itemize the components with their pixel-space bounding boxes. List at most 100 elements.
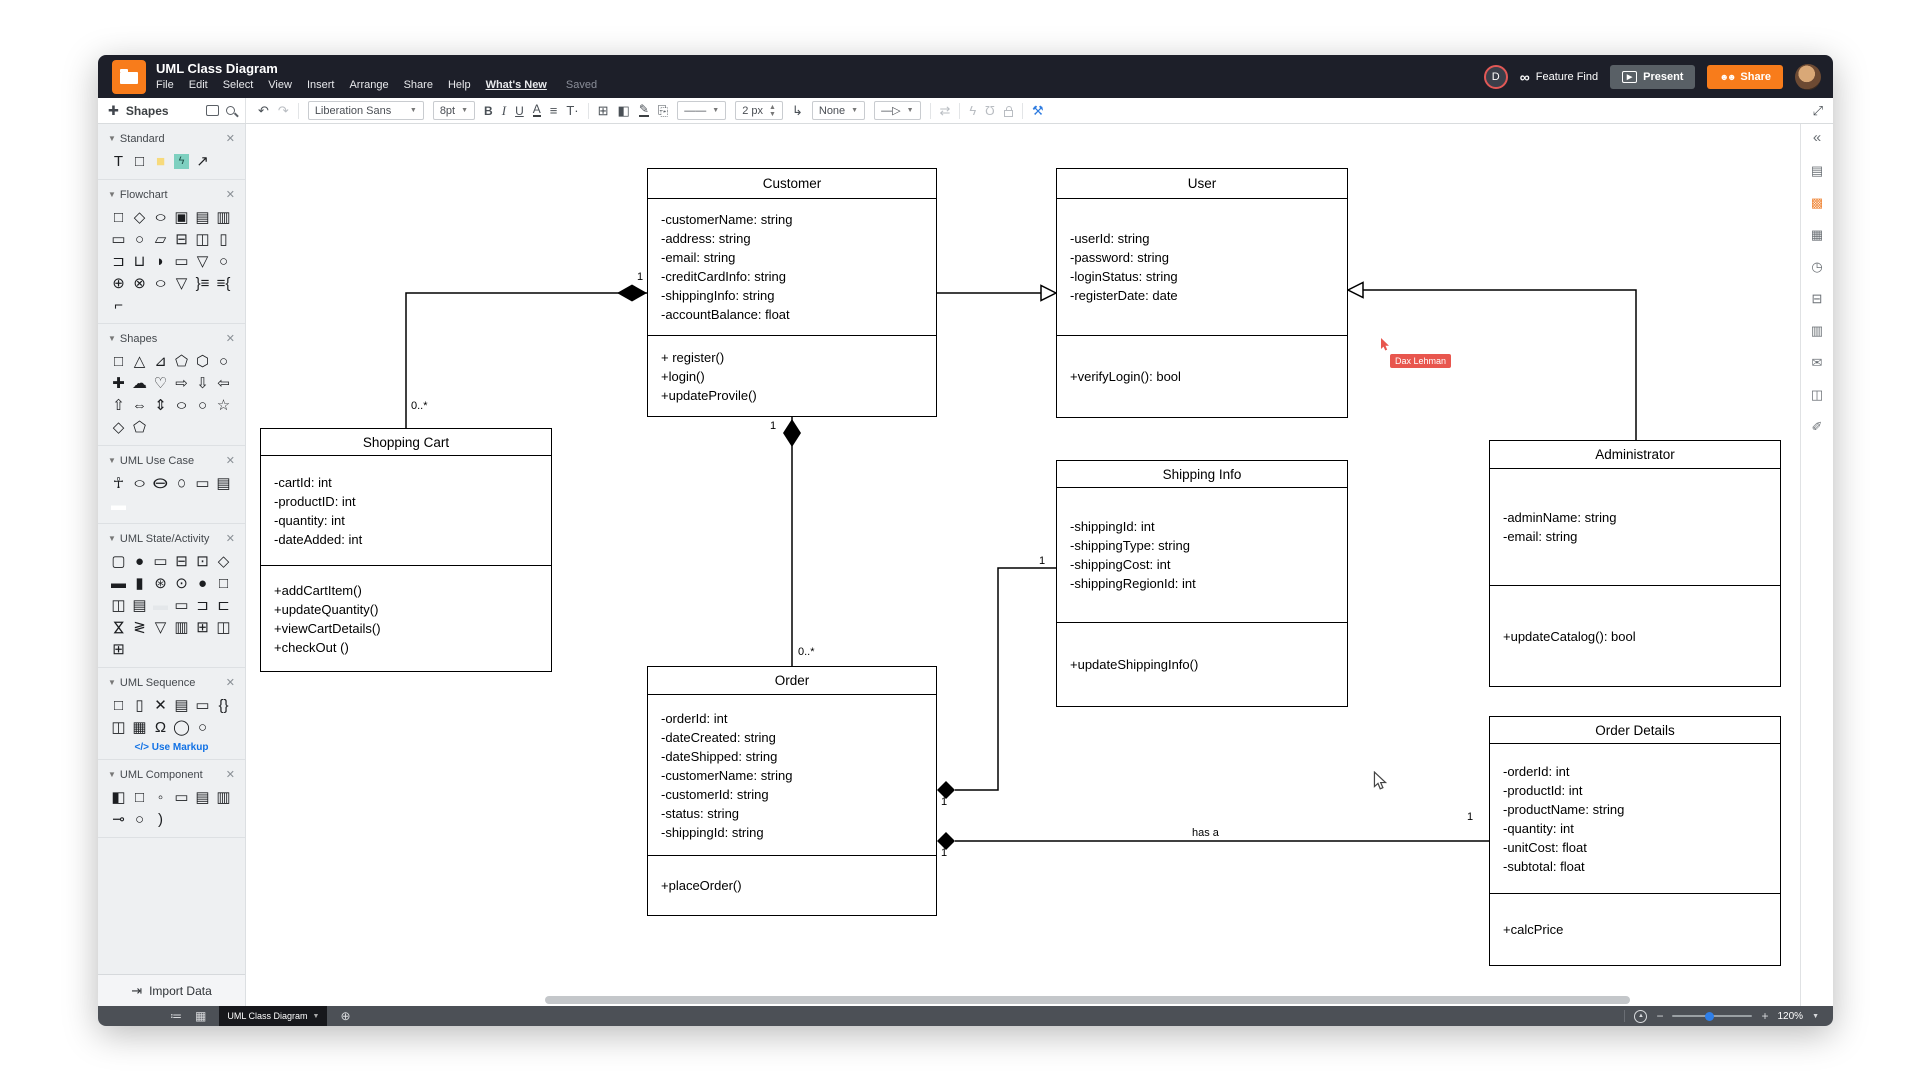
bold-button[interactable]: B	[484, 103, 493, 118]
menu-share[interactable]: Share	[403, 79, 433, 91]
zoom-in-icon[interactable]: +	[1761, 1009, 1769, 1023]
shape-glyph[interactable]: T	[113, 153, 124, 170]
document-icon[interactable]: ▤	[1810, 163, 1824, 178]
shape-glyph[interactable]: ○	[134, 811, 145, 828]
shape-glyph[interactable]: ⇕	[154, 397, 167, 414]
shape-glyph[interactable]: ⊡	[196, 553, 209, 570]
shape-glyph[interactable]: ⊞	[112, 641, 125, 658]
menu-select[interactable]: Select	[222, 79, 254, 91]
lock-icon[interactable]	[1004, 105, 1014, 117]
shape-glyph[interactable]: ▭	[153, 553, 168, 570]
shape-glyph[interactable]: ▭	[174, 597, 189, 614]
shape-glyph[interactable]: ♡	[153, 375, 168, 392]
search-shapes-icon[interactable]	[226, 106, 235, 115]
shape-glyph[interactable]: ⊙	[175, 575, 188, 592]
shape-glyph[interactable]: ▭	[195, 697, 210, 714]
comments-icon[interactable]: ✉	[1811, 355, 1823, 370]
shape-glyph[interactable]: ⌐	[114, 297, 123, 314]
menu-file[interactable]: File	[156, 79, 174, 91]
shape-glyph[interactable]: ☆	[216, 397, 231, 414]
document-list-icon[interactable]: ≔	[170, 1009, 182, 1023]
shape-glyph[interactable]: ■	[155, 153, 166, 170]
data-panel-icon[interactable]: ▥	[1810, 323, 1824, 338]
zoom-slider-handle[interactable]	[1705, 1011, 1715, 1021]
section-title[interactable]: UML Component	[119, 768, 203, 781]
shape-glyph[interactable]: ◗	[155, 253, 166, 270]
tools-wrench-icon[interactable]: ⚒	[1032, 102, 1044, 118]
shape-glyph[interactable]: ▤	[195, 209, 210, 226]
user-avatar[interactable]	[1795, 63, 1821, 90]
font-size-select[interactable]: 8pt▼	[432, 101, 476, 120]
share-button[interactable]: ☻☻ Share	[1707, 64, 1783, 89]
shape-glyph[interactable]: ○	[153, 209, 168, 226]
shape-glyph[interactable]: ⋈	[110, 620, 127, 635]
shape-glyph[interactable]: ○	[197, 397, 208, 414]
shape-glyph[interactable]: ⊿	[154, 353, 167, 370]
shape-glyph[interactable]: ▮	[135, 575, 144, 592]
shape-glyph[interactable]: ▢	[111, 553, 126, 570]
magic-wand-icon[interactable]: ✐	[1811, 419, 1823, 434]
shape-glyph[interactable]: ◧	[111, 789, 126, 806]
shape-glyph[interactable]: ✕	[154, 697, 167, 714]
section-title[interactable]: Shapes	[119, 332, 158, 345]
shape-glyph[interactable]: ▱	[154, 231, 167, 248]
shape-glyph[interactable]: {}	[218, 697, 229, 714]
insert-image-icon[interactable]	[206, 105, 219, 116]
shape-glyph[interactable]: ▭	[174, 789, 189, 806]
shape-glyph[interactable]: ▤	[174, 697, 189, 714]
zoom-level[interactable]: 120%	[1777, 1010, 1804, 1022]
shape-glyph[interactable]: ▬	[153, 597, 168, 614]
shape-glyph[interactable]: ◫	[111, 719, 126, 736]
shape-glyph[interactable]: ▬	[111, 575, 126, 592]
line-start-select[interactable]: None▼	[811, 101, 866, 120]
underline-button[interactable]: U	[515, 103, 524, 118]
section-title[interactable]: UML State/Activity	[119, 532, 210, 545]
shape-glyph[interactable]: ⬠	[132, 419, 147, 436]
zoom-slider[interactable]	[1672, 1011, 1753, 1021]
copy-style-button[interactable]: ⎘	[657, 102, 669, 118]
shape-glyph[interactable]: ○	[175, 397, 188, 414]
shape-glyph[interactable]: ◇	[112, 419, 125, 436]
shape-glyph[interactable]: ⇩	[196, 375, 209, 392]
feature-find-button[interactable]: ∞ Feature Find	[1519, 68, 1599, 85]
shape-glyph[interactable]: ○	[176, 472, 187, 495]
history-icon[interactable]: ◷	[1811, 259, 1823, 274]
section-caret-icon[interactable]: ▼	[108, 770, 116, 779]
collapse-panel-icon[interactable]: «	[1812, 129, 1822, 146]
shape-glyph[interactable]: ◇	[217, 553, 230, 570]
line-width-stepper[interactable]: 2 px▲▼	[735, 101, 783, 120]
quick-actions-icon[interactable]: ϟ	[969, 103, 977, 118]
section-close-icon[interactable]: ✕	[225, 133, 235, 145]
shape-glyph[interactable]: □	[113, 353, 124, 370]
shape-glyph[interactable]: □	[134, 153, 145, 170]
shape-glyph[interactable]: ○	[218, 253, 229, 270]
menu-view[interactable]: View	[268, 79, 292, 91]
shape-glyph[interactable]: ⊛	[154, 575, 167, 592]
shape-glyph[interactable]: ◫	[111, 597, 126, 614]
line-color-button[interactable]: ✎	[638, 102, 649, 117]
menu-help[interactable]: Help	[447, 79, 471, 91]
app-logo-icon[interactable]	[112, 60, 146, 94]
shape-glyph[interactable]: ●	[197, 575, 208, 592]
layers-icon[interactable]: ⊟	[1811, 291, 1823, 306]
shape-glyph[interactable]: ◦	[157, 789, 164, 806]
shape-glyph[interactable]: ▯	[135, 697, 144, 714]
shape-glyph[interactable]: ⇧	[112, 397, 125, 414]
redo-icon[interactable]: ↷	[277, 102, 289, 118]
section-title[interactable]: UML Use Case	[119, 454, 195, 467]
section-caret-icon[interactable]: ▼	[108, 456, 116, 465]
section-title[interactable]: Standard	[119, 132, 165, 145]
add-page-icon[interactable]: ⊕	[340, 1009, 351, 1023]
shape-glyph[interactable]: ⇦	[217, 375, 230, 392]
menu-edit[interactable]: Edit	[188, 79, 208, 91]
shape-glyph[interactable]: )	[158, 811, 163, 828]
shape-glyph[interactable]: □	[218, 575, 229, 592]
shape-glyph[interactable]: △	[133, 353, 146, 370]
shape-glyph[interactable]: Ω	[154, 719, 167, 736]
shape-glyph[interactable]: ≡{	[216, 275, 231, 292]
shape-glyph[interactable]: ϟ	[171, 151, 192, 172]
shape-glyph[interactable]: ○	[132, 475, 147, 492]
shape-glyph[interactable]: ☥	[112, 475, 125, 492]
shape-glyph[interactable]: ⊖	[151, 475, 170, 492]
shape-glyph[interactable]: ▤	[216, 475, 231, 492]
